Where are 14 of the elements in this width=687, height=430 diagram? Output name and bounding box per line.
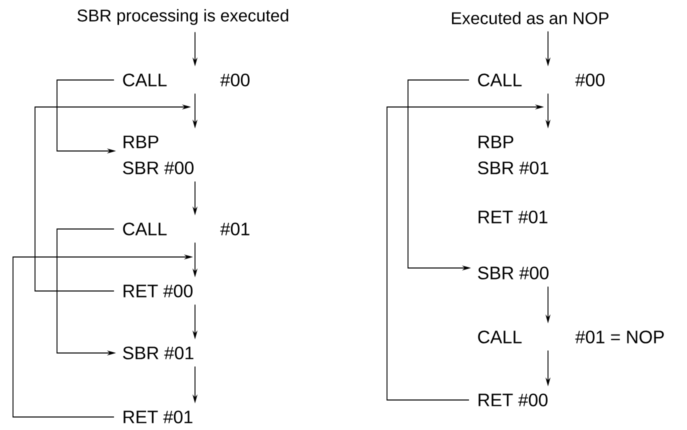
instruction-text: CALL #01 = NOP <box>478 330 664 344</box>
heading-text: Executed as an NOP <box>452 12 608 24</box>
instruction-text: CALL #01 <box>123 222 250 236</box>
instruction-text: RET #00 <box>124 284 193 298</box>
instruction-text: RET #00 <box>478 394 548 406</box>
heading-text: SBR processing is executed <box>77 9 288 25</box>
instruction-text: SBR #01 <box>123 346 194 360</box>
instruction-text: SBR #00 <box>478 266 549 280</box>
instruction-text: RET #01 <box>478 210 548 224</box>
instruction-text: RBP SBR #00 <box>123 136 194 174</box>
instruction-text: CALL #00 <box>123 74 250 86</box>
instruction-text: CALL #00 <box>478 74 605 86</box>
instruction-text: RBP SBR #01 <box>478 136 548 174</box>
instruction-text: RET #01 <box>124 410 192 424</box>
